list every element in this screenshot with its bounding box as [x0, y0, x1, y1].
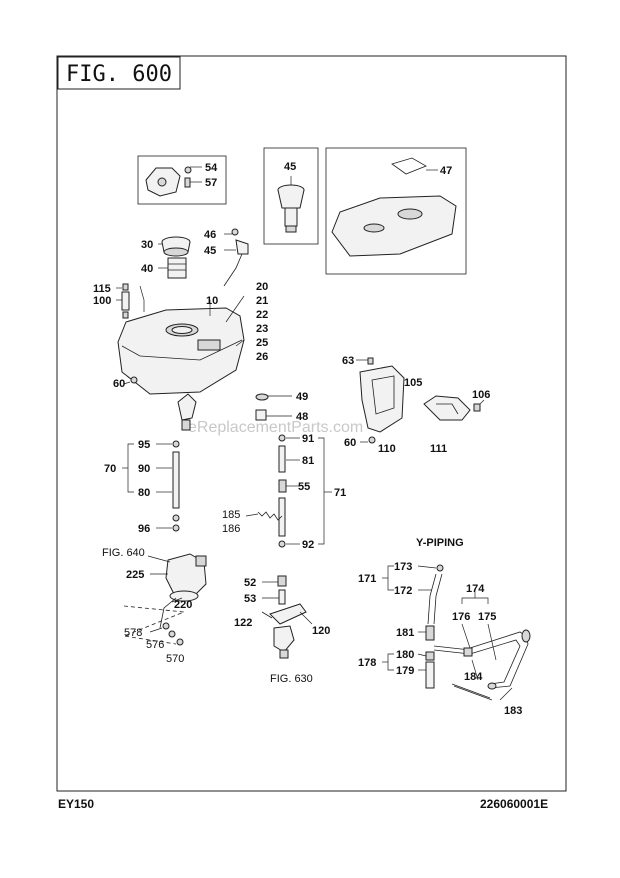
carburetor-fasteners — [149, 622, 184, 646]
ref-fig-640: FIG. 640 — [102, 547, 145, 559]
tank-bracket-111 — [423, 395, 485, 421]
label-576: 576 — [146, 639, 164, 651]
label-63: 63 — [342, 355, 354, 367]
label-91: 91 — [302, 433, 314, 445]
y-piping-title: Y-PIPING — [416, 537, 464, 549]
label-178: 178 — [358, 657, 376, 669]
label-23: 23 — [256, 323, 268, 335]
label-174: 174 — [466, 583, 485, 595]
label-175: 175 — [478, 611, 496, 623]
label-106: 106 — [472, 389, 490, 401]
fuel-line-right — [278, 434, 332, 548]
label-95: 95 — [138, 439, 150, 451]
ref-fig-630: FIG. 630 — [270, 673, 313, 685]
label-183: 183 — [504, 705, 522, 717]
label-45-inset: 45 — [284, 161, 296, 173]
label-54: 54 — [205, 162, 218, 174]
carburetor — [147, 553, 207, 629]
label-176: 176 — [452, 611, 470, 623]
spring-clip — [245, 511, 283, 521]
label-25: 25 — [256, 337, 268, 349]
label-172: 172 — [394, 585, 412, 597]
label-10: 10 — [206, 295, 218, 307]
label-115: 115 — [93, 283, 111, 295]
inset-tank-gasket — [325, 147, 467, 275]
label-96: 96 — [138, 523, 150, 535]
label-53: 53 — [244, 593, 256, 605]
inset-fuel-cock — [137, 155, 227, 205]
label-171: 171 — [358, 573, 376, 585]
fuel-gauge — [223, 228, 249, 287]
label-52: 52 — [244, 577, 256, 589]
model-label: EY150 — [58, 797, 94, 811]
watermark: eReplacementParts.com — [188, 419, 363, 436]
fuel-tank — [117, 295, 245, 395]
label-180: 180 — [396, 649, 414, 661]
label-92: 92 — [302, 539, 314, 551]
label-26: 26 — [256, 351, 268, 363]
label-60b: 60 — [344, 437, 356, 449]
label-181: 181 — [396, 627, 414, 639]
figure-title-box — [57, 56, 181, 90]
label-20: 20 — [256, 281, 268, 293]
label-220: 220 — [174, 599, 192, 611]
y-piping-assembly — [382, 564, 531, 701]
label-80: 80 — [138, 487, 150, 499]
label-81: 81 — [302, 455, 314, 467]
tank-bracket-110 — [356, 357, 405, 444]
label-40: 40 — [141, 263, 153, 275]
part-code: 226060001E — [480, 797, 548, 811]
tank-bolts — [116, 283, 145, 319]
label-105: 105 — [404, 377, 422, 389]
label-71: 71 — [334, 487, 346, 499]
fuel-valve-assembly — [261, 575, 313, 659]
label-122: 122 — [234, 617, 252, 629]
label-49: 49 — [296, 391, 308, 403]
label-48: 48 — [296, 411, 308, 423]
label-179: 179 — [396, 665, 414, 677]
label-46: 46 — [204, 229, 216, 241]
label-186: 186 — [222, 523, 240, 535]
inset-strainer — [263, 147, 319, 245]
label-578: 578 — [124, 627, 142, 639]
fuel-cap — [158, 236, 191, 257]
label-30: 30 — [141, 239, 153, 251]
label-110: 110 — [378, 443, 396, 455]
label-57: 57 — [205, 177, 217, 189]
label-45: 45 — [204, 245, 216, 257]
label-60: 60 — [113, 378, 125, 390]
label-111: 111 — [430, 443, 447, 455]
label-47: 47 — [440, 165, 452, 177]
label-225: 225 — [126, 569, 144, 581]
carburetor-dashed-link — [122, 605, 185, 645]
label-120: 120 — [312, 625, 330, 637]
label-55: 55 — [298, 481, 310, 493]
label-21: 21 — [256, 295, 268, 307]
label-90: 90 — [138, 463, 150, 475]
label-100: 100 — [93, 295, 111, 307]
label-173: 173 — [394, 561, 412, 573]
tank-fuel-cock — [177, 393, 292, 431]
label-570: 570 — [166, 653, 184, 665]
label-22: 22 — [256, 309, 268, 321]
fuel-line-left — [122, 440, 180, 532]
label-185: 185 — [222, 509, 240, 521]
figure-frame — [56, 55, 567, 792]
fuel-filter — [158, 257, 187, 279]
label-184: 184 — [464, 671, 483, 683]
label-70: 70 — [104, 463, 116, 475]
figure-title: FIG. 600 — [66, 62, 172, 87]
